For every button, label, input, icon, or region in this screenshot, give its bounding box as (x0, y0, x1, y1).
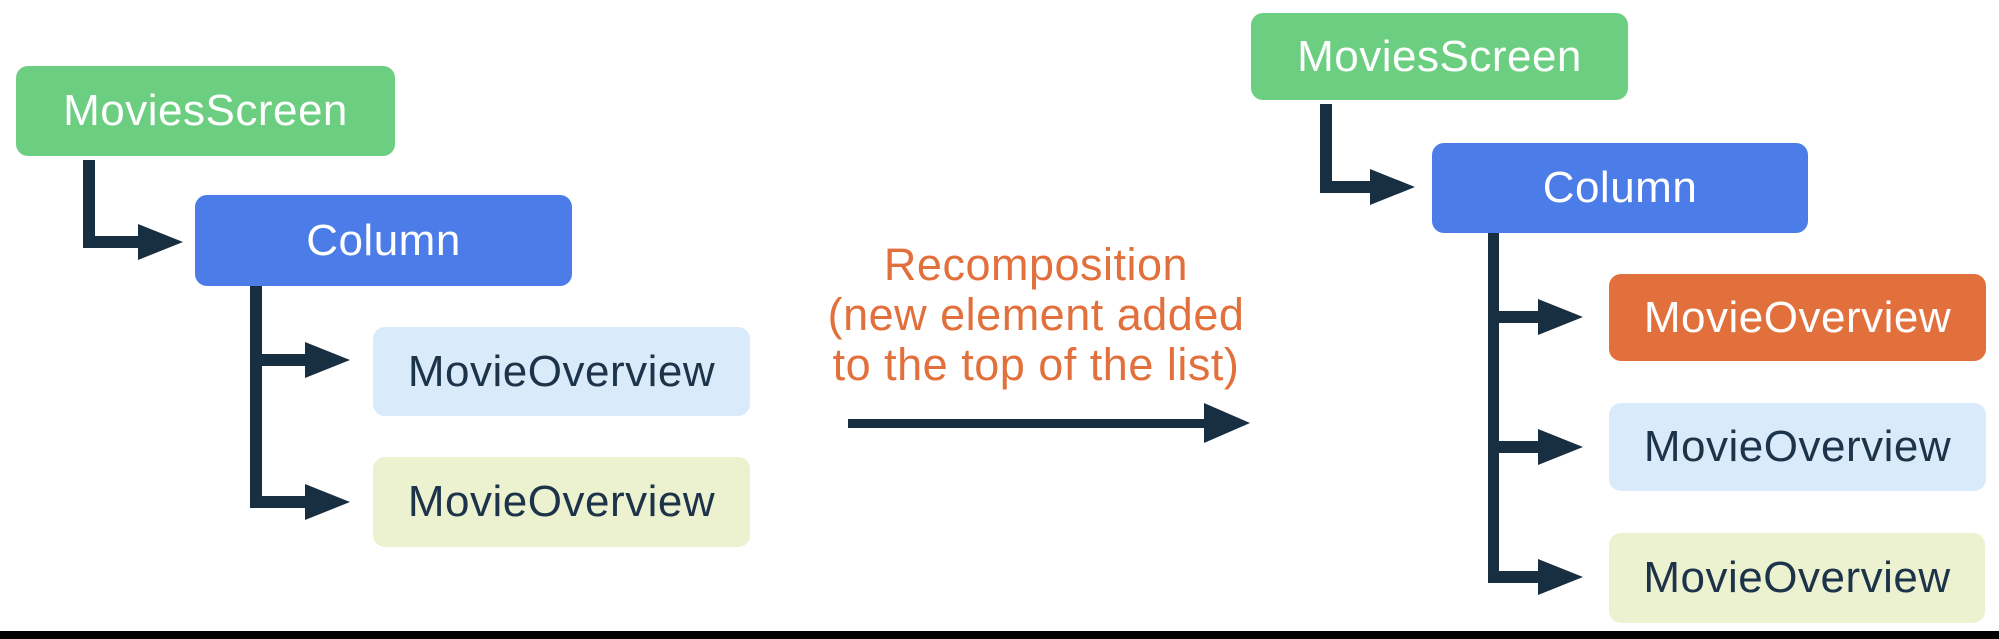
recomposition-annotation: Recomposition (new element added to the … (780, 240, 1292, 390)
right-movieoverview-node-3: MovieOverview (1609, 533, 1985, 623)
left-branch-1-line (250, 354, 305, 366)
left-column-label: Column (306, 215, 461, 265)
left-movieoverview-label-1: MovieOverview (407, 346, 716, 396)
left-root-connector-vertical-line (83, 160, 95, 248)
right-branch-3-line (1488, 571, 1538, 583)
right-column-trunk-line (1488, 233, 1499, 583)
annotation-line-2: (new element added (827, 289, 1245, 340)
recomposition-arrowhead-icon (1204, 403, 1250, 443)
left-column-node: Column (195, 195, 572, 286)
right-column-label: Column (1542, 163, 1698, 212)
right-movieoverview-label-new: MovieOverview (1643, 292, 1952, 342)
right-movieoverview-label-3: MovieOverview (1643, 553, 1951, 602)
right-branch-1-line (1488, 311, 1538, 323)
bottom-edge-bar (0, 631, 1999, 639)
left-movieoverview-label-2: MovieOverview (407, 477, 716, 526)
annotation-line-1: Recomposition (883, 239, 1189, 290)
right-column-node: Column (1432, 143, 1808, 233)
left-root-connector-arrowhead-icon (138, 224, 183, 260)
left-moviesscreen-label: MoviesScreen (63, 86, 348, 135)
left-branch-2-arrowhead-icon (305, 484, 350, 520)
right-branch-3-arrowhead-icon (1538, 559, 1583, 595)
left-movieoverview-node-1: MovieOverview (373, 327, 750, 416)
right-movieoverview-node-new: MovieOverview (1609, 274, 1986, 361)
left-branch-1-arrowhead-icon (305, 342, 350, 378)
right-movieoverview-node-2: MovieOverview (1609, 403, 1986, 491)
right-root-connector-arrowhead-icon (1370, 169, 1415, 205)
recomposition-arrow-shaft (848, 419, 1204, 428)
right-branch-2-arrowhead-icon (1538, 429, 1583, 465)
right-root-connector-horizontal-line (1320, 181, 1370, 193)
left-movieoverview-node-2: MovieOverview (373, 457, 750, 547)
right-branch-2-line (1488, 441, 1538, 453)
left-column-trunk-line (250, 286, 262, 508)
right-movieoverview-label-2: MovieOverview (1643, 422, 1952, 471)
right-moviesscreen-node: MoviesScreen (1251, 13, 1628, 100)
right-moviesscreen-label: MoviesScreen (1297, 31, 1582, 81)
annotation-line-3: to the top of the list) (832, 339, 1240, 390)
left-branch-2-line (250, 496, 305, 508)
left-root-connector-horizontal-line (83, 236, 138, 248)
right-branch-1-arrowhead-icon (1538, 299, 1583, 335)
left-moviesscreen-node: MoviesScreen (16, 66, 395, 156)
right-root-connector-vertical-line (1320, 104, 1332, 193)
